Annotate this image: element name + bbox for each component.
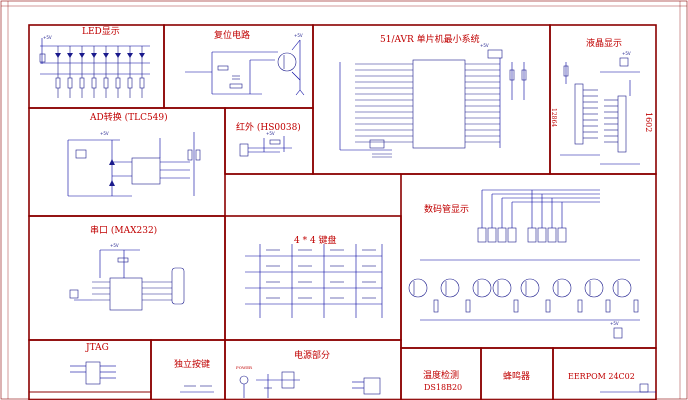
power-panel-title: 电源部分 [294, 351, 331, 361]
adc-circuit [67, 132, 201, 197]
mcu-panel-title: 51/AVR 单片机最小系统 [380, 35, 480, 45]
vcc-label-ir: +5V [266, 131, 275, 136]
seg-panel-title: 数码管显示 [424, 205, 470, 215]
lcd-circuit [560, 57, 640, 165]
lcd-panel-title: 液晶显示 [586, 39, 623, 49]
button-panel-title: 独立按键 [174, 360, 211, 370]
ir-panel-title: 红外 (HS0038) [236, 123, 301, 133]
mcu-circuit [339, 49, 527, 158]
vcc-label-mcu: +5V [480, 43, 489, 48]
vcc-label-lcd: +5V [622, 51, 631, 56]
power-panel-border [224, 339, 402, 400]
ir-circuit [239, 136, 292, 157]
reset-panel-title: 复位电路 [214, 31, 251, 41]
button-panel-border [150, 339, 226, 400]
vcc-label-uart: +5V [110, 243, 119, 248]
power-circuit [239, 371, 381, 398]
eeprom-circuit [600, 383, 656, 393]
keypad-panel-border [224, 215, 402, 341]
lcd-12864-label: 12864 [550, 108, 557, 128]
eeprom-panel-border [552, 347, 657, 400]
seg-circuit [408, 189, 640, 339]
vcc-label-adc: +5V [100, 131, 109, 136]
jtag-circuit [70, 361, 116, 385]
reset-circuit [185, 39, 305, 96]
vcc-label-seg: +5V [610, 321, 619, 326]
eeprom-panel-title: EERPOM 24C02 [568, 372, 635, 381]
jtag-panel-title: JTAG [86, 343, 109, 353]
lcd-1602-label: 1602 [644, 112, 653, 133]
led-circuit [39, 38, 150, 98]
uart-circuit [69, 249, 185, 311]
adc-panel-title: AD转换 (TLC549) [90, 113, 168, 123]
vcc-label-led: +5V [43, 35, 52, 40]
buzzer-panel-title: 蜂鸣器 [503, 372, 531, 382]
ds18b20-title-line2: DS18B20 [424, 383, 463, 392]
ds18b20-title-line1: 温度检测 [423, 371, 460, 381]
uart-panel-title: 串口 (MAX232) [90, 226, 158, 236]
keypad-circuit [245, 244, 383, 318]
vcc-label-reset: +5V [294, 33, 303, 38]
ir-panel-border [224, 107, 314, 175]
button-circuit [180, 385, 214, 393]
panel-borders [28, 24, 657, 400]
keypad-panel-title: 4 * 4 键盘 [294, 236, 337, 246]
mcu-panel-border [312, 24, 551, 175]
led-panel-title: LED显示 [82, 27, 120, 37]
power-label: POWER [236, 365, 253, 370]
